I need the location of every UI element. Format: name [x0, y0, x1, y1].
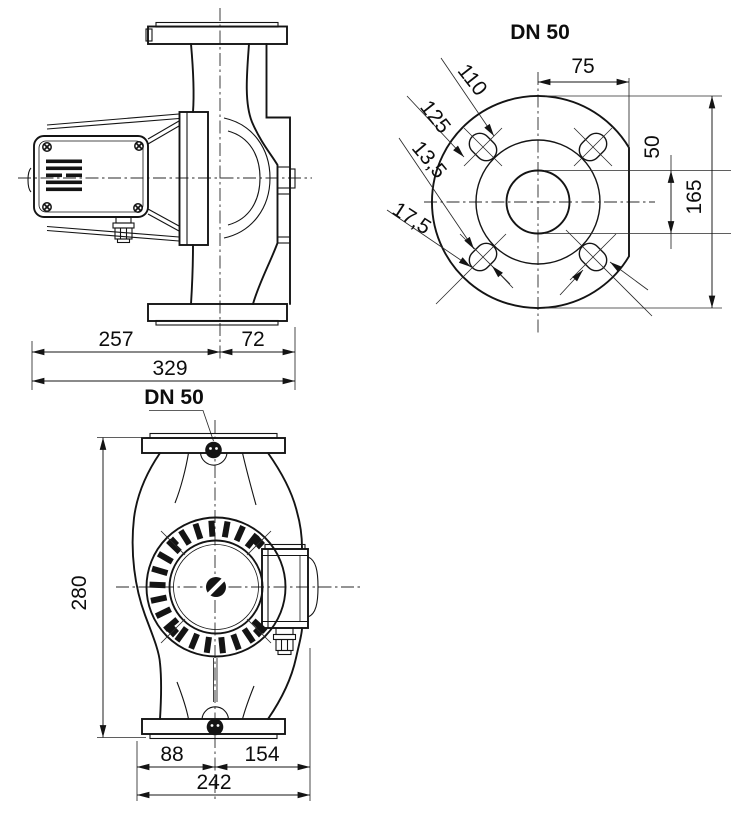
motor-mounting-plate	[178, 111, 209, 246]
front-view-dimensions: 280 88 154 242	[68, 437, 311, 801]
dim-110: 110	[453, 60, 492, 101]
vent-slots	[46, 159, 82, 192]
pump-housing-outline	[190, 43, 296, 305]
front-flange-top	[141, 432, 286, 466]
flange-view: DN 50 110 125 13,5	[386, 21, 731, 333]
dim-242: 242	[196, 771, 231, 794]
dim-75: 75	[571, 55, 594, 78]
front-body-outline	[131, 452, 303, 720]
motor-bolts	[160, 530, 272, 644]
terminal-box-front	[261, 543, 319, 656]
flange-dimensions: 75 50 165	[537, 55, 731, 309]
front-flange-bottom	[141, 706, 286, 740]
motor-assembly	[27, 111, 209, 246]
dim-17-5: 17,5	[388, 198, 435, 240]
terminal-box-side	[33, 135, 149, 218]
dim-329: 329	[152, 357, 187, 380]
dim-88: 88	[160, 743, 183, 766]
front-view: DN 50	[68, 386, 362, 801]
cable-gland-front	[272, 627, 297, 656]
cable-gland-side	[112, 216, 135, 244]
dim-125: 125	[415, 96, 455, 138]
side-view: 257 72 329	[18, 8, 312, 390]
discharge-flange-bottom	[147, 303, 288, 326]
dim-50: 50	[641, 135, 664, 158]
dim-257: 257	[98, 328, 133, 351]
front-flange-size-label: DN 50	[144, 386, 204, 409]
bore-circle	[505, 169, 571, 235]
dim-165: 165	[683, 179, 706, 214]
terminal-box-screws	[42, 141, 144, 213]
flange-outer-contour	[431, 95, 630, 309]
flange-leaders: 110 125 13,5 17,5	[386, 57, 649, 296]
side-view-dimensions: 257 72 329	[31, 327, 296, 390]
suction-flange-top	[145, 21, 288, 45]
flange-label-leader	[149, 410, 214, 442]
raised-face-circle	[475, 139, 601, 265]
dim-154: 154	[244, 743, 279, 766]
dim-72: 72	[241, 328, 264, 351]
bolt-hole-centermarks	[435, 127, 653, 317]
motor-front	[145, 516, 287, 658]
dim-280: 280	[68, 575, 91, 610]
flange-title: DN 50	[510, 21, 570, 44]
